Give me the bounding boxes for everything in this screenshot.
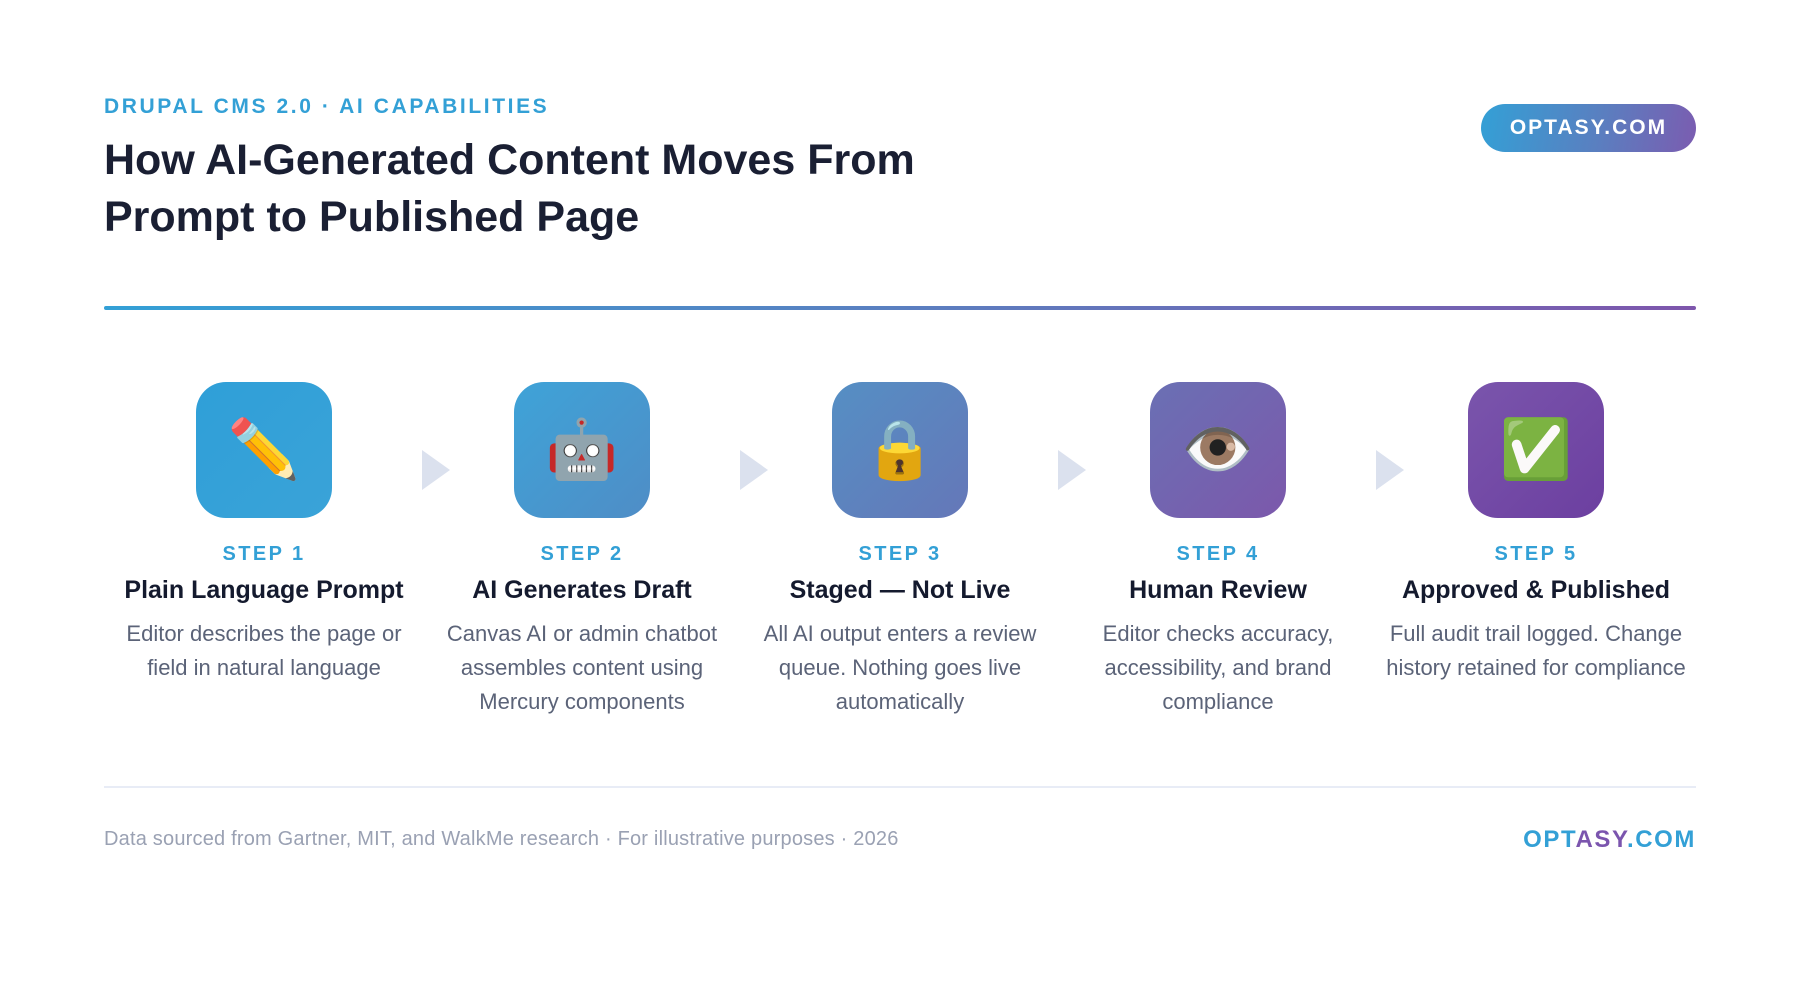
robot-icon: 🤖	[545, 417, 619, 482]
footer-brand: OPTASY.COM	[1523, 826, 1696, 854]
footer-brand-part-1: OPT	[1523, 826, 1576, 853]
step-4-tile: 👁️	[1150, 382, 1286, 518]
step-4-title: Human Review	[1129, 576, 1307, 604]
step-3-description: All AI output enters a review queue. Not…	[763, 621, 1037, 714]
arrow-1-to-2	[422, 450, 450, 490]
step-2-label: STEP 2	[540, 543, 624, 565]
page-title-line-1: How AI-Generated Content Moves From	[104, 136, 915, 184]
step-2-title: AI Generates Draft	[472, 576, 692, 604]
pencil-icon: ✏️	[227, 417, 301, 482]
footer-brand-part-3: .COM	[1626, 826, 1696, 853]
header-divider	[104, 306, 1696, 310]
step-4-description: Editor checks accuracy, accessibility, a…	[1102, 621, 1334, 714]
step-3-label: STEP 3	[858, 543, 942, 565]
step-1: ✏️ STEP 1 Plain Language Prompt Editor d…	[114, 382, 414, 685]
step-3-tile: 🔒	[832, 382, 968, 518]
arrow-2-to-3	[740, 450, 768, 490]
page-title: How AI-Generated Content Moves From Prom…	[104, 132, 1004, 246]
eye-icon: 👁️	[1181, 417, 1255, 482]
step-5-description: Full audit trail logged. Change history …	[1386, 621, 1686, 680]
brand-badge: OPTASY.COM	[1481, 104, 1696, 152]
step-4: 👁️ STEP 4 Human Review Editor checks acc…	[1068, 382, 1368, 719]
lock-icon: 🔒	[863, 417, 937, 482]
page-title-line-2: Prompt to Published Page	[104, 193, 640, 241]
footer-brand-part-2: ASY	[1575, 826, 1627, 853]
step-5-title: Approved & Published	[1401, 576, 1671, 604]
arrow-4-to-5	[1376, 450, 1404, 490]
process-steps: ✏️ STEP 1 Plain Language Prompt Editor d…	[104, 382, 1696, 722]
step-5-label: STEP 5	[1494, 543, 1578, 565]
footer-divider	[104, 786, 1696, 788]
step-3: 🔒 STEP 3 Staged — Not Live All AI output…	[750, 382, 1050, 719]
step-1-label: STEP 1	[222, 543, 306, 565]
step-1-description: Editor describes the page or field in na…	[126, 621, 402, 680]
step-5: ✅ STEP 5 Approved & Published Full audit…	[1386, 382, 1686, 685]
step-2: 🤖 STEP 2 AI Generates Draft Canvas AI or…	[432, 382, 732, 719]
source-footnote: Data sourced from Gartner, MIT, and Walk…	[104, 828, 899, 850]
check-mark-button-icon: ✅	[1499, 417, 1573, 482]
step-1-title: Plain Language Prompt	[124, 576, 404, 604]
step-2-description: Canvas AI or admin chatbot assembles con…	[446, 621, 718, 714]
step-2-tile: 🤖	[514, 382, 650, 518]
arrow-3-to-4	[1058, 450, 1086, 490]
step-1-tile: ✏️	[196, 382, 332, 518]
step-4-label: STEP 4	[1176, 543, 1260, 565]
step-5-tile: ✅	[1468, 382, 1604, 518]
eyebrow-label: DRUPAL CMS 2.0 · AI CAPABILITIES	[104, 95, 550, 118]
step-3-title: Staged — Not Live	[789, 576, 1011, 604]
